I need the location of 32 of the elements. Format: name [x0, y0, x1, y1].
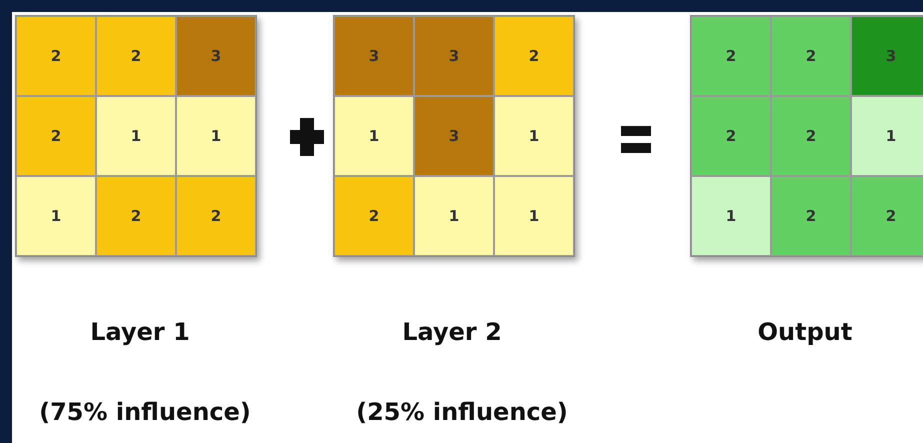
grid-cell: 2 — [334, 176, 414, 256]
grid-cell: 3 — [334, 16, 414, 96]
grid-cell: 2 — [771, 96, 851, 176]
grid-cell: 3 — [851, 16, 923, 96]
grid-cell: 2 — [176, 176, 256, 256]
grid-cell: 3 — [414, 16, 494, 96]
layer-caption: Layer 2 — [402, 318, 502, 346]
grid-cell: 2 — [691, 16, 771, 96]
grid-cell: 1 — [176, 96, 256, 176]
grid-cell: 3 — [414, 96, 494, 176]
layer-caption: Output — [758, 318, 852, 346]
grid-cell: 2 — [16, 96, 96, 176]
grid-cell: 2 — [691, 96, 771, 176]
grid-cell: 1 — [494, 96, 574, 176]
grid-cell: 1 — [494, 176, 574, 256]
grid-cell: 1 — [851, 96, 923, 176]
grid-cell: 2 — [771, 16, 851, 96]
grid-cell: 2 — [96, 16, 176, 96]
grid-cell: 2 — [851, 176, 923, 256]
grid-cell: 2 — [96, 176, 176, 256]
grid-cell: 1 — [414, 176, 494, 256]
layer-caption: Layer 1 — [90, 318, 190, 346]
grid-cell: 2 — [16, 16, 96, 96]
layer-caption: (25% influence) — [356, 398, 568, 426]
grid-cell: 1 — [96, 96, 176, 176]
grid-cell: 1 — [691, 176, 771, 256]
layer-caption: (75% influence) — [39, 398, 251, 426]
grid-cell: 3 — [176, 16, 256, 96]
grid-cell: 1 — [16, 176, 96, 256]
grid-cell: 2 — [771, 176, 851, 256]
grid-cell: 2 — [494, 16, 574, 96]
grid-cell: 1 — [334, 96, 414, 176]
